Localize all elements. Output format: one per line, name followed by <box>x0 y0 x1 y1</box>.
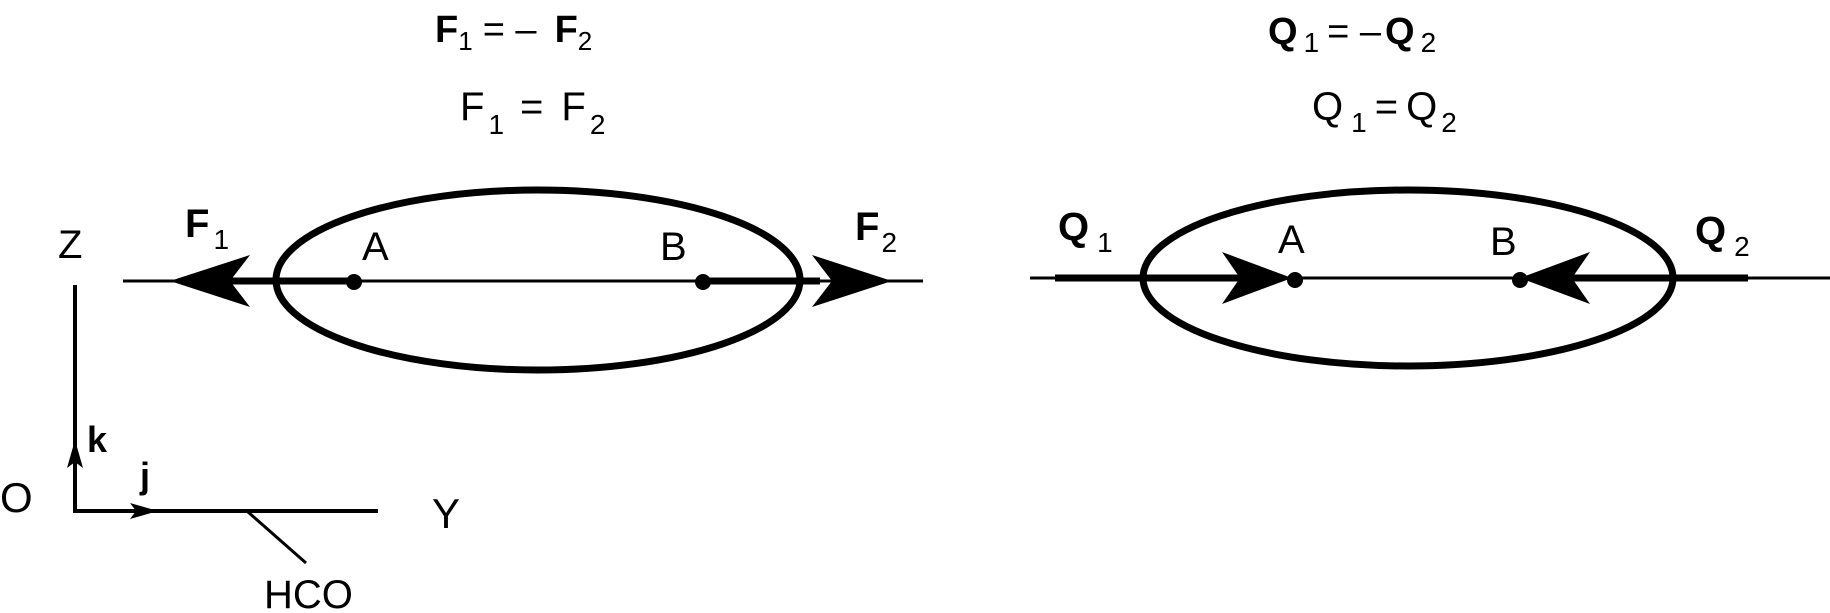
left-label-f2: F2 <box>855 205 897 258</box>
j-arrowhead <box>130 503 158 519</box>
right-label-a: A <box>1278 218 1305 262</box>
left-label-a: A <box>362 225 389 269</box>
left-arrowhead-f1 <box>170 255 250 307</box>
axis-z-label: Z <box>58 223 82 267</box>
axis-y-label: Y <box>432 490 460 537</box>
right-point-b <box>1512 272 1528 288</box>
left-point-b <box>695 274 711 290</box>
hco-leader-line <box>247 510 307 565</box>
k-label: k <box>87 419 108 460</box>
left-label-b: B <box>660 225 687 269</box>
coordinate-axes: Z Y O k j HCO <box>0 223 460 613</box>
origin-label: O <box>0 474 33 521</box>
right-arrowhead-q2 <box>1520 252 1590 304</box>
left-arrowhead-f2 <box>812 255 892 307</box>
j-label: j <box>139 455 150 496</box>
hco-label: HCO <box>264 573 353 613</box>
right-point-a <box>1287 272 1303 288</box>
left-point-a <box>346 274 362 290</box>
right-arrowhead-q1 <box>1222 252 1292 304</box>
left-eq-vector: F1= –F2 <box>435 9 592 56</box>
right-label-b: B <box>1490 220 1517 264</box>
k-arrowhead <box>67 440 83 468</box>
left-rigid-body-ellipse <box>272 186 804 374</box>
right-rigid-body-ellipse <box>1139 186 1677 370</box>
